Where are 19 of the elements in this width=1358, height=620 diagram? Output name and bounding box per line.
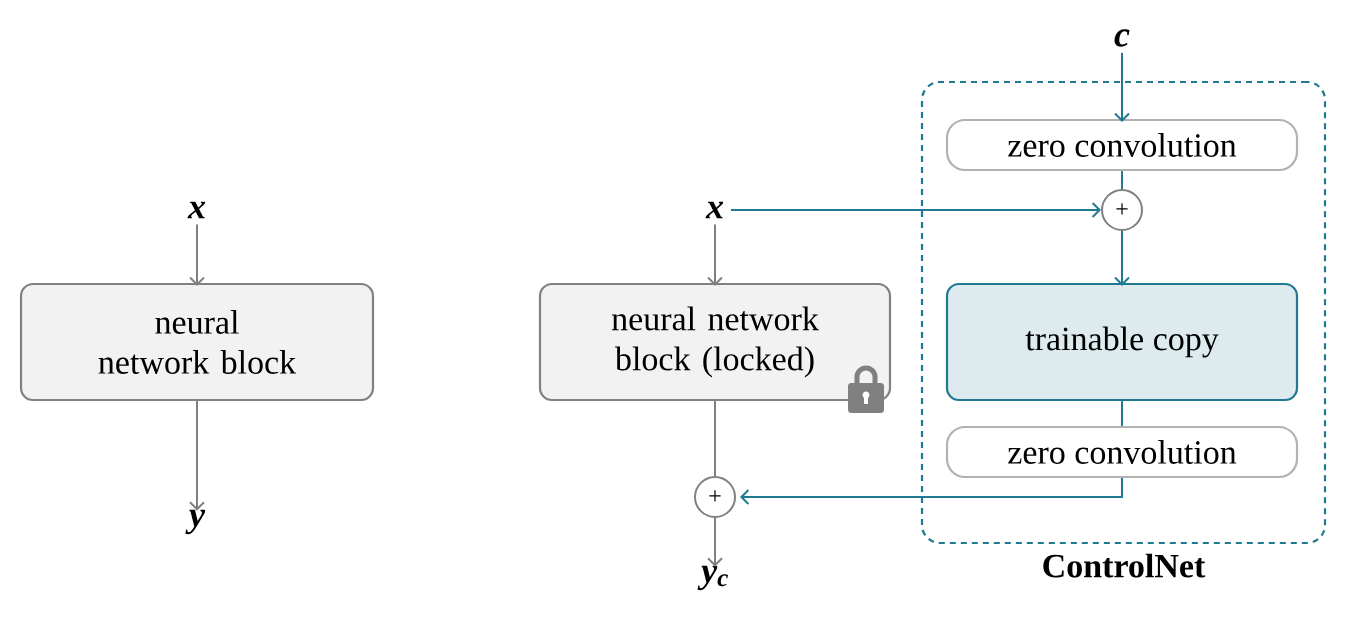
trainable-block: trainable copy bbox=[945, 282, 1299, 402]
arrow bbox=[707, 517, 723, 567]
zero-convolution-box: zero convolution bbox=[945, 118, 1299, 172]
variable-label: c bbox=[1114, 29, 1130, 47]
arrow bbox=[1114, 230, 1130, 286]
arrow bbox=[189, 223, 205, 286]
node-label: ControlNet bbox=[1043, 553, 1206, 578]
zero-convolution-box: zero convolution bbox=[945, 425, 1299, 479]
network-block: neural network block (locked) bbox=[538, 282, 892, 402]
arrow bbox=[730, 202, 1101, 218]
variable-label: x bbox=[705, 201, 724, 219]
variable-label: x bbox=[187, 201, 206, 219]
arrow bbox=[189, 400, 205, 511]
arrow bbox=[1114, 51, 1130, 122]
arrow bbox=[740, 477, 1123, 505]
arrow bbox=[707, 223, 723, 286]
variable-label: y$_{c}$ bbox=[697, 565, 728, 591]
network-block: neural network block bbox=[19, 282, 375, 402]
variable-label: y bbox=[185, 509, 206, 535]
